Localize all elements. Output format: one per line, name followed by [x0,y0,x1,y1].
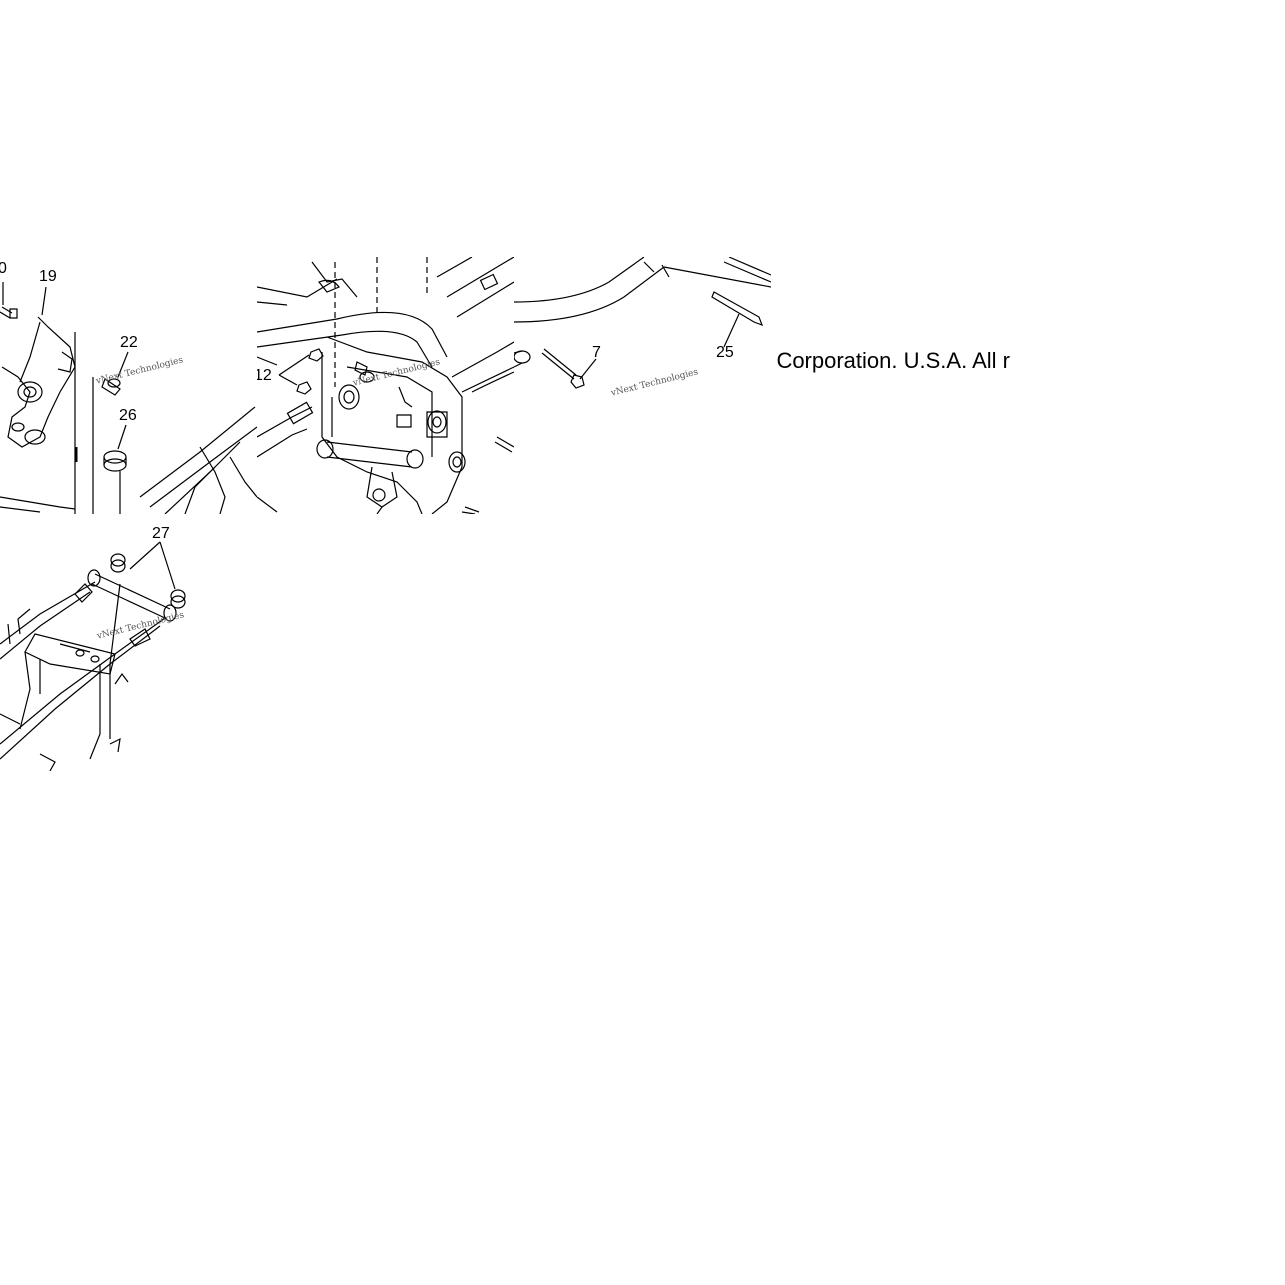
callout-19: 19 [39,268,57,285]
copyright-fragment: r Corporation. U.S.A. All r [772,348,1030,376]
callout-27: 27 [152,525,170,542]
callout-26: 26 [119,407,137,424]
copyright-text: r Corporation. U.S.A. All r [772,348,1010,373]
diagram-tile-left-bracket: 0 19 22 26 vNext Technologies [0,257,257,514]
right-bolt-drawing [514,257,771,437]
callout-25: 25 [716,344,734,361]
callout-7: 7 [592,344,601,361]
center-frame-drawing [257,257,514,514]
callout-12: 12 [257,367,272,384]
diagram-tile-center-frame: 12 vNext Technologies [257,257,514,514]
left-bracket-drawing [0,257,257,514]
diagram-tile-rear-frame: 27 vNext Technologies [0,514,257,771]
callout-20: 0 [0,260,7,277]
callout-22: 22 [120,334,138,351]
rear-frame-drawing [0,514,257,771]
diagram-tile-right-bolt: 7 25 vNext Technologies [514,257,771,437]
